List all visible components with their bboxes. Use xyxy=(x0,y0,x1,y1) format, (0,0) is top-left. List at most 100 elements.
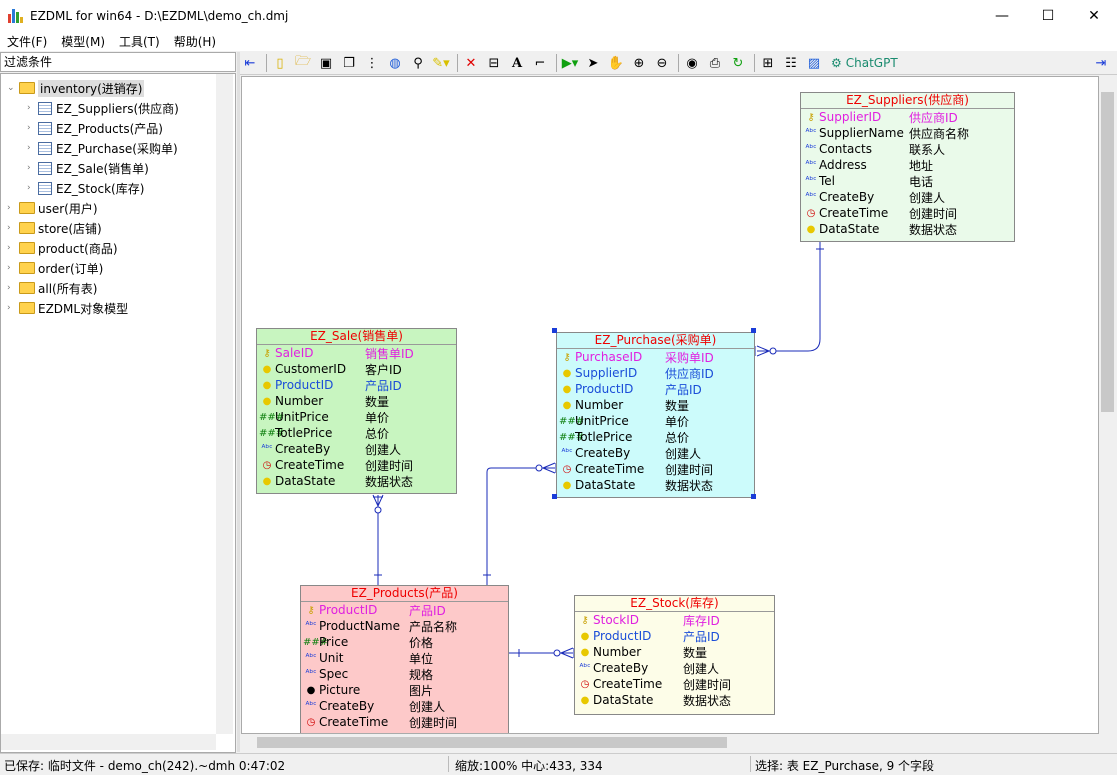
selection-handle[interactable] xyxy=(552,494,557,499)
expand-icon[interactable]: › xyxy=(7,243,11,253)
tree-node-table[interactable]: ›EZ_Products(产品) xyxy=(27,118,163,138)
tree-horizontal-scrollbar[interactable] xyxy=(1,734,216,750)
tree-node-inventory[interactable]: ⌄ inventory(进销存) xyxy=(7,78,145,98)
expand-icon[interactable]: › xyxy=(27,163,31,173)
menu-model[interactable]: 模型(M) xyxy=(61,34,105,49)
find-icon[interactable]: ⚲ xyxy=(413,55,423,71)
vertical-scroll-thumb[interactable] xyxy=(1101,92,1114,412)
hand-icon[interactable]: ✋ xyxy=(607,55,625,71)
filter-box[interactable]: 过滤条件 xyxy=(0,52,236,72)
expand-icon[interactable]: › xyxy=(7,223,11,233)
maximize-button[interactable]: ☐ xyxy=(1041,7,1055,24)
panel-toggle-icon[interactable]: ⇥ xyxy=(1095,55,1107,71)
tree-node-folder[interactable]: ›user(用户) xyxy=(7,198,98,218)
zoom-in-icon[interactable]: ⊕ xyxy=(633,55,645,71)
expand-icon[interactable]: › xyxy=(27,183,31,193)
expand-icon[interactable]: › xyxy=(27,103,31,113)
table-shape-button[interactable]: ⊟ xyxy=(488,55,500,71)
refresh-icon[interactable]: ↻ xyxy=(732,55,744,71)
collapse-icon[interactable]: ⌄ xyxy=(7,83,15,93)
text-button[interactable]: A xyxy=(511,55,523,71)
pointer-icon[interactable]: ➤ xyxy=(587,55,599,71)
selection-handle[interactable] xyxy=(751,494,756,499)
image-icon[interactable]: ▨ xyxy=(807,55,821,71)
tree-node-table[interactable]: ›EZ_Purchase(采购单) xyxy=(27,138,178,158)
model-tree[interactable]: ⌄ inventory(进销存) ›EZ_Suppliers(供应商) ›EZ_… xyxy=(0,73,236,753)
expand-icon[interactable]: › xyxy=(27,123,31,133)
globe-icon[interactable]: ◍ xyxy=(389,55,401,71)
expand-icon[interactable]: › xyxy=(7,283,11,293)
tree-node-folder[interactable]: ›store(店铺) xyxy=(7,218,102,238)
delete-button[interactable]: ✕ xyxy=(465,55,477,71)
properties-icon[interactable]: ☷ xyxy=(785,55,797,71)
relation-line[interactable] xyxy=(486,467,555,585)
tree-node-folder[interactable]: ›product(商品) xyxy=(7,238,118,258)
tree-layout-icon[interactable]: ⊞ xyxy=(762,55,774,71)
tree-node-folder[interactable]: ›EZDML对象模型 xyxy=(7,298,128,318)
save-button[interactable]: ▣ xyxy=(319,55,333,71)
export-icon[interactable]: ⎙ xyxy=(709,55,721,71)
tree-node-table[interactable]: ›EZ_Suppliers(供应商) xyxy=(27,98,179,118)
zoom-out-icon[interactable]: ⊖ xyxy=(656,55,668,71)
copy-button[interactable]: ❐ xyxy=(343,55,355,71)
horizontal-scroll-thumb[interactable] xyxy=(257,737,727,748)
menu-file[interactable]: 文件(F) xyxy=(7,34,48,49)
relation-line[interactable] xyxy=(757,242,821,352)
menu-tools[interactable]: 工具(T) xyxy=(119,34,160,49)
minimize-button[interactable]: — xyxy=(995,7,1009,24)
expand-icon[interactable]: › xyxy=(27,143,31,153)
tree-node-table[interactable]: ›EZ_Sale(销售单) xyxy=(27,158,149,178)
expand-icon[interactable]: › xyxy=(7,203,11,213)
toggle-panel-button[interactable]: ⇤ xyxy=(244,55,256,71)
tree-node-table[interactable]: ›EZ_Stock(库存) xyxy=(27,178,144,198)
link-button[interactable]: ⌐ xyxy=(534,55,546,71)
tree-node-folder[interactable]: ›order(订单) xyxy=(7,258,103,278)
expand-icon[interactable]: › xyxy=(7,263,11,273)
selection-handle[interactable] xyxy=(751,328,756,333)
chatgpt-button[interactable]: ⚙ChatGPT xyxy=(831,56,898,70)
tree-node-folder[interactable]: ›all(所有表) xyxy=(7,278,97,298)
selection-handle[interactable] xyxy=(552,328,557,333)
open-button[interactable]: 🗁 xyxy=(294,54,312,69)
panel-splitter[interactable] xyxy=(237,52,240,752)
tree-vertical-scrollbar[interactable] xyxy=(216,74,233,734)
menu-help[interactable]: 帮助(H) xyxy=(173,34,217,49)
